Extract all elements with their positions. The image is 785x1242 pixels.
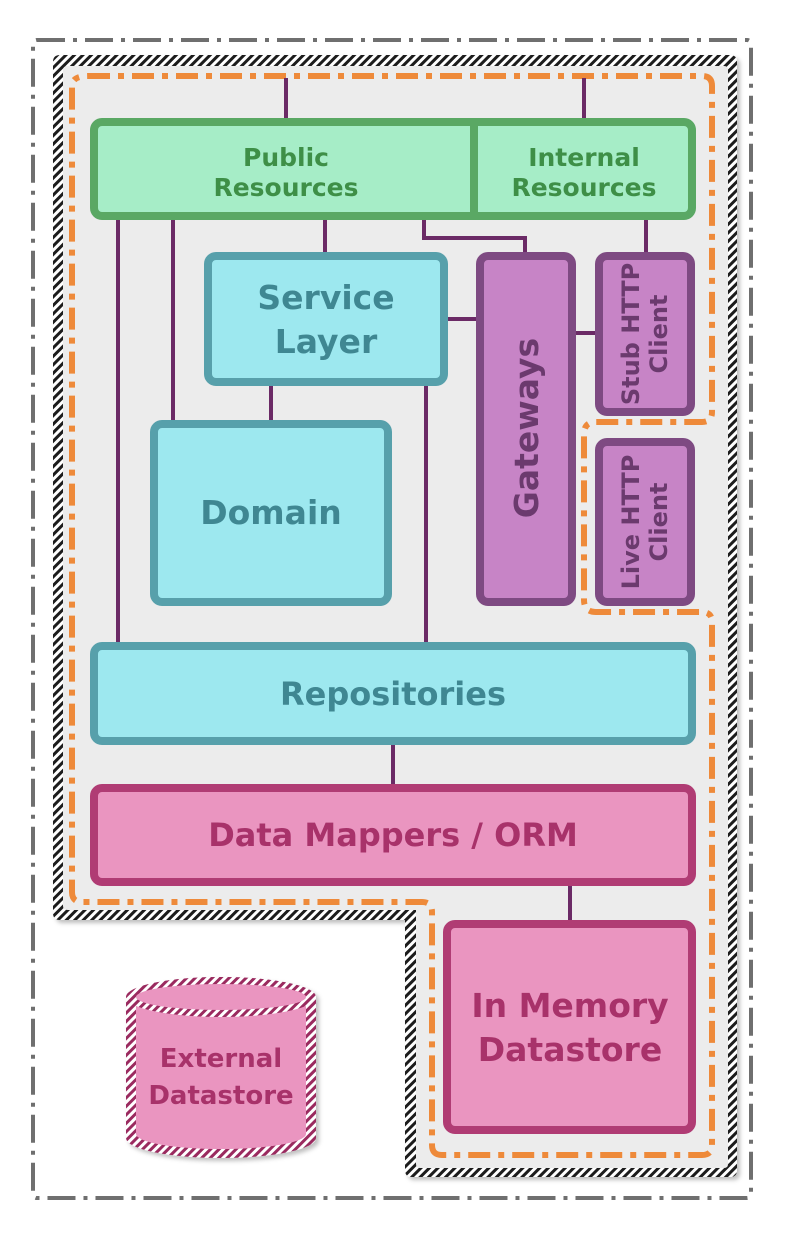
internal-resources-label-2: Resources: [511, 173, 656, 202]
svg-text:External: External: [160, 1044, 282, 1074]
service-layer-box: [204, 252, 448, 386]
svg-text:Client: Client: [645, 483, 673, 562]
stub-http-client-label-1: Stub HTTP: [617, 263, 645, 405]
repositories-box: [90, 642, 696, 745]
in-memory-datastore-label-1: In Memory: [471, 986, 668, 1025]
in-memory-datastore-label-2: Datastore: [478, 1030, 662, 1069]
live-http-client-box: [595, 438, 695, 606]
data-mappers-label: Data Mappers / ORM: [208, 816, 578, 854]
resources-box: Public Resources Internal Resources: [90, 118, 696, 220]
connector-public-gateways: [422, 216, 527, 256]
public-resources-box: [90, 118, 696, 220]
svg-text:Resources: Resources: [511, 173, 656, 202]
external-datastore-label-1: External: [160, 1044, 282, 1074]
public-resources-label-2: Resources: [213, 173, 358, 202]
outer-boundary: [31, 38, 753, 1200]
live-http-client-label-2: Client: [645, 483, 673, 562]
domain-label: Domain: [200, 493, 342, 532]
service-layer-label-1: Service: [257, 278, 394, 317]
svg-text:Live HTTP: Live HTTP: [617, 455, 645, 590]
gateways-box: [476, 252, 576, 606]
connectors: [116, 78, 648, 924]
external-datastore-label-2: Datastore: [148, 1081, 293, 1111]
live-http-client-label-1: Live HTTP: [617, 455, 645, 590]
svg-text:Datastore: Datastore: [478, 1030, 662, 1069]
gateways-label: Gateways: [507, 338, 546, 518]
svg-text:Service: Service: [257, 278, 394, 317]
public-resources-label-1: Public: [243, 143, 329, 172]
svg-text:Public: Public: [243, 143, 329, 172]
repositories-label: Repositories: [280, 675, 506, 713]
service-layer-label-2: Layer: [275, 322, 378, 361]
internal-resources-label-1: Internal: [528, 143, 640, 172]
external-datastore-body: [136, 1005, 306, 1149]
stub-http-client-box: [595, 252, 695, 416]
domain-box: [150, 420, 392, 606]
external-datastore-cylinder: [126, 977, 316, 1158]
svg-text:Datastore: Datastore: [148, 1081, 293, 1111]
svg-text:Layer: Layer: [275, 322, 378, 361]
in-memory-datastore-box: [443, 920, 696, 1134]
stub-http-client-label-2: Client: [645, 295, 673, 374]
svg-text:Resources: Resources: [213, 173, 358, 202]
external-datastore-top: [136, 984, 306, 1010]
svg-text:In Memory: In Memory: [471, 986, 668, 1025]
data-mappers-box: [90, 784, 696, 886]
svg-text:Client: Client: [645, 295, 673, 374]
svg-text:Stub HTTP: Stub HTTP: [617, 263, 645, 405]
svg-text:Internal: Internal: [528, 143, 640, 172]
